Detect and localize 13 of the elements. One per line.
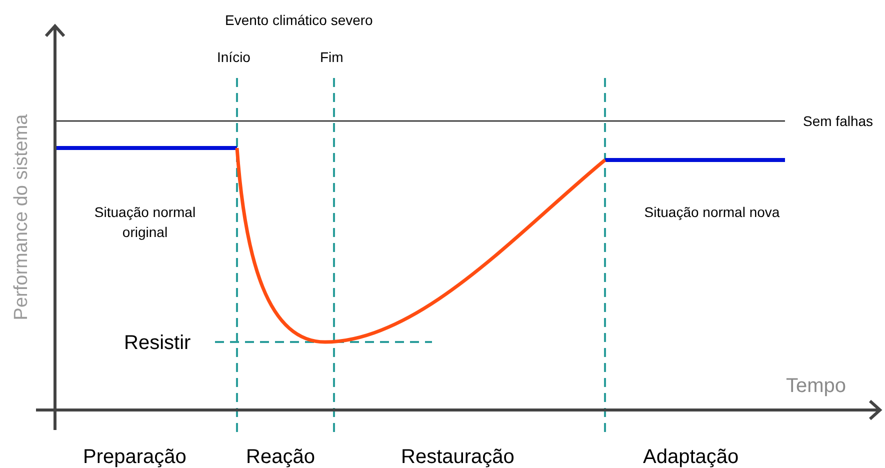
event-title: Evento climático severo: [225, 11, 373, 30]
level-label: Resistir: [124, 331, 191, 356]
phase-label: Restauração: [401, 445, 514, 468]
region-label: Situação normal nova: [643, 203, 781, 222]
start-label: Início: [217, 48, 250, 67]
y-axis-label: Performance do sistema: [10, 113, 33, 322]
reference-line-label: Sem falhas: [803, 112, 874, 131]
x-axis-label: Tempo: [786, 374, 846, 399]
region-label: Situação normal original: [93, 203, 197, 242]
end-label: Fim: [320, 48, 344, 67]
phase-label: Reação: [246, 445, 315, 468]
phase-label: Preparação: [83, 445, 186, 468]
phase-label: Adaptação: [643, 445, 739, 468]
